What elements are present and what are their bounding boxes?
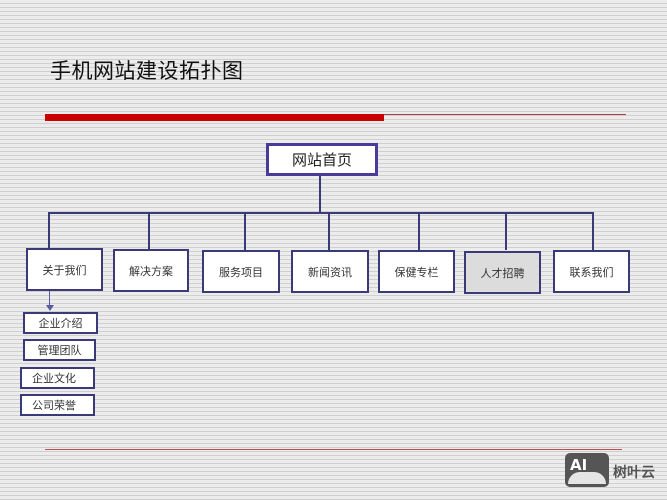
node-contact-us-label: 联系我们 xyxy=(569,265,614,279)
node-about-us: 关于我们 xyxy=(26,248,103,291)
node-about-us-label: 关于我们 xyxy=(42,263,87,277)
page-title: 手机网站建设拓扑图 xyxy=(50,59,244,83)
watermark-label: 树叶云 xyxy=(613,465,655,481)
node-health-column-label: 保健专栏 xyxy=(394,265,439,279)
watermark-logo-icon: AI xyxy=(565,453,609,487)
connector-horizontal-bus xyxy=(48,212,594,214)
node-services-label: 服务项目 xyxy=(219,265,263,279)
subnode-company-intro-label: 企业介绍 xyxy=(38,317,83,330)
subnode-company-intro: 企业介绍 xyxy=(23,312,98,334)
subnode-management-team: 管理团队 xyxy=(23,339,96,361)
connector-child-6 xyxy=(505,212,507,250)
subnode-company-culture-label: 企业文化 xyxy=(32,372,76,385)
subnode-company-culture: 企业文化 xyxy=(20,367,95,389)
node-news: 新闻资讯 xyxy=(291,250,369,293)
connector-child-1 xyxy=(48,212,50,248)
title-underline-line xyxy=(384,114,626,115)
mountain-icon xyxy=(568,472,606,484)
title-underline-bar xyxy=(45,114,384,121)
connector-child-7 xyxy=(592,212,594,250)
node-solutions-label: 解决方案 xyxy=(129,264,173,278)
connector-root-down xyxy=(319,176,321,213)
node-news-label: 新闻资讯 xyxy=(308,265,352,279)
watermark-logo-text: AI xyxy=(570,456,588,474)
arrow-down-icon xyxy=(46,305,54,311)
connector-child-4 xyxy=(328,212,330,250)
subnode-company-honors-label: 公司荣誉 xyxy=(32,399,76,412)
node-recruitment: 人才招聘 xyxy=(464,251,541,294)
bottom-divider xyxy=(45,449,622,450)
subnode-company-honors: 公司荣誉 xyxy=(20,394,95,416)
node-root-label: 网站首页 xyxy=(291,151,352,169)
subnode-management-team-label: 管理团队 xyxy=(37,344,82,357)
connector-child-2 xyxy=(148,212,150,249)
connector-about-us-down xyxy=(49,291,50,306)
node-solutions: 解决方案 xyxy=(113,249,189,292)
node-recruitment-label: 人才招聘 xyxy=(480,266,525,280)
node-contact-us: 联系我们 xyxy=(553,250,630,293)
node-services: 服务项目 xyxy=(202,250,280,293)
node-root: 网站首页 xyxy=(266,143,378,176)
connector-child-5 xyxy=(418,212,420,250)
node-health-column: 保健专栏 xyxy=(378,250,455,293)
connector-child-3 xyxy=(244,212,246,250)
